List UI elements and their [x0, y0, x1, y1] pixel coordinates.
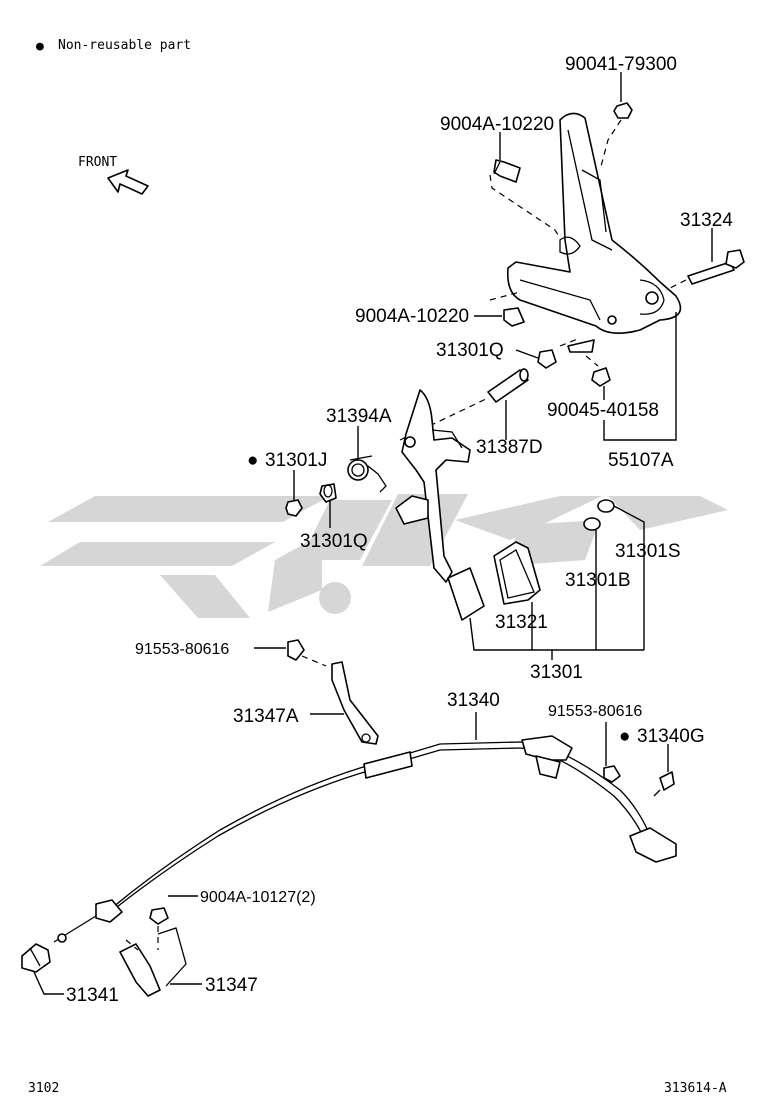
label-31301B: 31301B: [565, 570, 631, 591]
stopper-31301B: [583, 517, 601, 531]
clutch-pedal-arm: [395, 389, 485, 621]
label-90041-79300: 90041-79300: [565, 54, 677, 75]
label-31301Q-top: 31301Q: [436, 340, 504, 361]
bolt-31324: [665, 249, 745, 291]
bracket-31347: [119, 927, 187, 997]
legend: ● Non-reusable part: [36, 38, 191, 54]
nut-90041-79300: [599, 102, 633, 171]
clip-31340G: [653, 771, 675, 797]
label-31347A: 31347A: [233, 706, 299, 727]
label-9004A-10220-top: 9004A-10220: [440, 114, 554, 135]
label-31347: 31347: [205, 975, 258, 996]
pedal-pad-31321: [493, 541, 541, 605]
label-91553-80616-right: 91553-80616: [548, 703, 642, 720]
front-indicator: FRONT: [78, 155, 149, 195]
part-labels: 90041-79300 9004A-10220 31324 9004A-1022…: [66, 54, 733, 1006]
label-31301S: 31301S: [615, 541, 681, 562]
label-9004A-10220-mid: 9004A-10220: [355, 306, 469, 327]
footer: 3102 313614-A: [28, 1081, 727, 1096]
label-31340G: 31340G: [637, 726, 705, 747]
label-non-reusable-bullet-2: ●: [619, 726, 630, 747]
bolt-9004A-10127: [149, 907, 169, 950]
label-31324: 31324: [680, 210, 733, 231]
label-55107A: 55107A: [608, 450, 674, 471]
label-31301J: 31301J: [265, 450, 327, 471]
cable-end-31341: [21, 943, 51, 973]
legend-bullet: ●: [36, 39, 44, 54]
footer-left-code: 3102: [28, 1081, 59, 1096]
label-91553-80616-left: 91553-80616: [135, 641, 229, 658]
label-non-reusable-bullet: ●: [247, 450, 258, 471]
front-label: FRONT: [78, 155, 117, 170]
label-31387D: 31387D: [476, 437, 543, 458]
label-31321: 31321: [495, 612, 548, 633]
nut-31301J: [285, 499, 303, 517]
label-9004A-10127: 9004A-10127(2): [200, 889, 316, 906]
collar-31301Q-bottom: [319, 483, 337, 503]
label-31301Q-bottom: 31301Q: [300, 531, 368, 552]
footer-right-code: 313614-A: [664, 1081, 727, 1096]
pin-90045-40158: [567, 339, 611, 387]
legend-text: Non-reusable part: [58, 38, 191, 53]
label-90045-40158: 90045-40158: [547, 400, 659, 421]
label-31340: 31340: [447, 690, 500, 711]
pedal-support-bracket: [506, 112, 682, 334]
stopper-31301S: [597, 499, 615, 513]
bolt-9004A-10220-top: [489, 159, 561, 239]
label-31301: 31301: [530, 662, 583, 683]
clip-31301Q-top: [537, 337, 581, 369]
bolt-91553-80616-right: [603, 765, 621, 783]
bolt-91553-80616-left: [287, 639, 327, 667]
bolt-9004A-10220-mid: [489, 291, 525, 327]
spring-31394A: [347, 455, 387, 493]
label-31394A: 31394A: [326, 406, 392, 427]
clutch-cable-31340: [53, 735, 677, 943]
bracket-31347A: [331, 661, 379, 745]
label-31341: 31341: [66, 985, 119, 1006]
front-arrow-icon: [107, 169, 149, 195]
